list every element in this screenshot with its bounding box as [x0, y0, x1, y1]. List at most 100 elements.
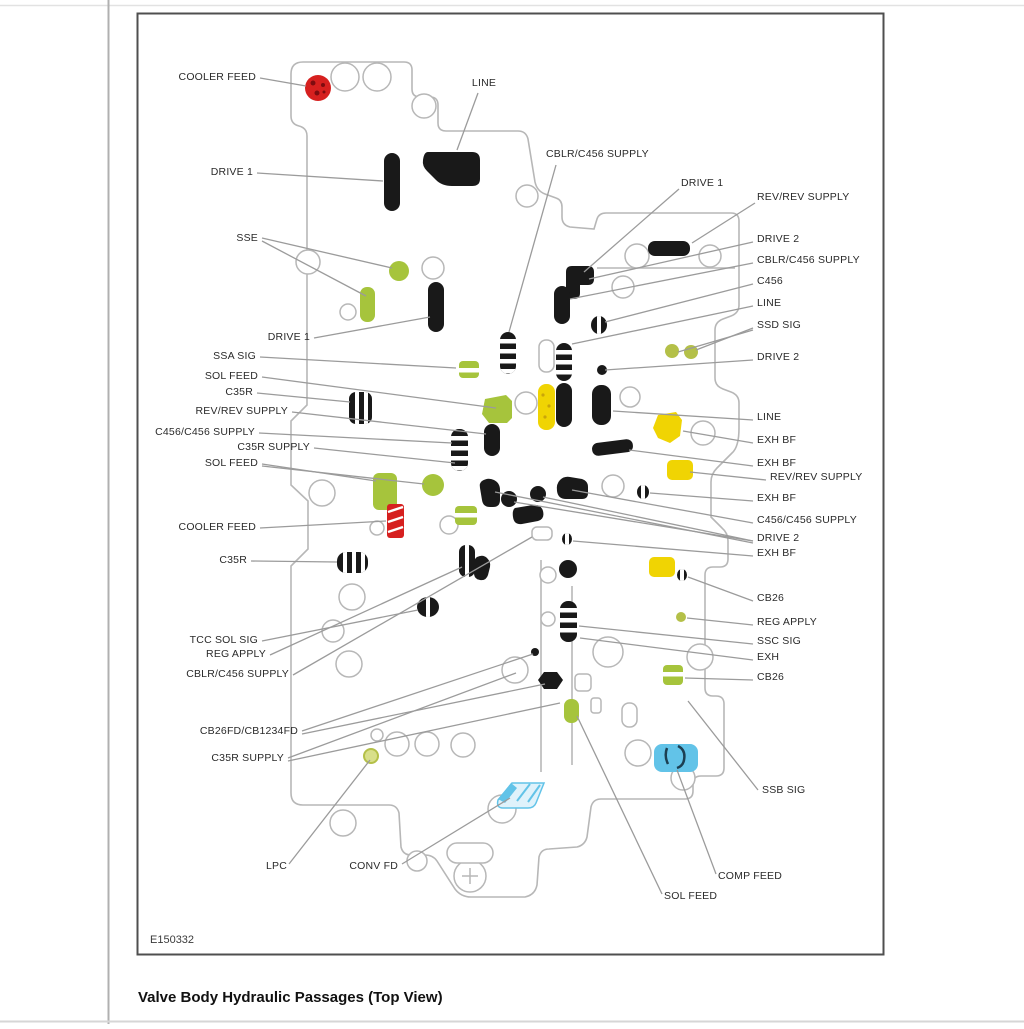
hole — [540, 611, 556, 627]
passage-stripes — [641, 485, 645, 499]
stripe — [451, 446, 468, 451]
leader-line — [676, 769, 717, 875]
passage-shape — [654, 744, 698, 772]
leader-line — [269, 566, 463, 656]
passage-shape — [321, 83, 325, 87]
passage-label: DRIVE 2 — [757, 532, 799, 544]
passage-mark — [516, 783, 531, 802]
passage-shape — [676, 744, 686, 770]
leader-line — [301, 683, 546, 735]
passage-label: CBLR/C456 SUPPLY — [546, 148, 649, 160]
passage-label: EXH BF — [757, 457, 796, 469]
passage-shape — [310, 80, 316, 86]
leader-line — [684, 677, 754, 681]
passage-stripes — [459, 368, 479, 373]
passage-shape — [554, 286, 570, 324]
passage-shape — [648, 241, 690, 256]
leader-line — [250, 560, 338, 563]
passage-shape — [428, 282, 444, 332]
stripe — [426, 597, 430, 617]
leader-line — [572, 540, 754, 557]
stripe — [560, 628, 577, 633]
passage-shape — [530, 486, 546, 502]
stripe — [500, 339, 516, 344]
hole — [601, 474, 625, 498]
leader-line — [259, 520, 387, 529]
leader-line — [576, 715, 663, 895]
leader-line — [604, 283, 754, 323]
leader-line — [261, 465, 425, 485]
leader-line — [677, 329, 754, 353]
passage-label: TCC SOL SIG — [190, 634, 258, 646]
leader-line — [579, 637, 754, 661]
stripe — [556, 370, 572, 375]
stripe — [565, 533, 569, 545]
passage-shape — [556, 476, 588, 499]
passage-shape — [556, 383, 572, 427]
leader-line — [628, 449, 754, 467]
passage-shape — [541, 393, 545, 397]
passage-shape — [621, 702, 638, 728]
leader-line — [588, 241, 754, 280]
hole — [329, 809, 357, 837]
leader-line — [687, 576, 754, 602]
stripe — [364, 392, 368, 424]
stripe — [455, 513, 477, 518]
passage-label: COOLER FEED — [179, 521, 257, 533]
passage-shape — [566, 266, 594, 299]
passage-stripes — [500, 339, 516, 374]
passage-label: CB26FD/CB1234FD — [200, 725, 298, 737]
passage-label: SOL FEED — [205, 457, 258, 469]
leader-line — [292, 536, 533, 676]
passage-stripes — [355, 392, 368, 424]
leader-line — [287, 672, 517, 759]
passage-label: LINE — [472, 77, 496, 89]
figure-caption: Valve Body Hydraulic Passages (Top View) — [138, 989, 443, 1006]
passage-shape — [482, 395, 512, 423]
passage-shape — [387, 504, 404, 538]
passage-label: C35R — [225, 386, 253, 398]
leader-line — [569, 262, 754, 300]
leader-line — [508, 164, 557, 333]
passage-stripes — [560, 608, 577, 633]
passage-shape — [314, 90, 320, 96]
passage-label: DRIVE 1 — [211, 166, 253, 178]
leader-line — [258, 432, 453, 444]
passage-label: DRIVE 1 — [681, 177, 723, 189]
stripe — [500, 349, 516, 354]
stripe — [641, 485, 645, 499]
passage-label: SSD SIG — [757, 319, 801, 331]
passage-shape — [531, 526, 553, 541]
leader-line — [494, 491, 754, 544]
hole — [406, 850, 428, 872]
stripe — [355, 392, 359, 424]
passage-label: EXH BF — [757, 547, 796, 559]
passage-shape — [305, 75, 331, 101]
hole — [450, 732, 476, 758]
passage-shape — [538, 339, 555, 373]
passage-shape — [479, 478, 500, 507]
passage-shape — [664, 747, 670, 765]
leader-line — [578, 625, 754, 645]
passage-stripes — [680, 569, 684, 581]
passage-shape — [363, 748, 379, 764]
leader-line — [571, 305, 754, 345]
passage-label: REV/REV SUPPLY — [757, 191, 849, 203]
hole — [439, 515, 459, 535]
passage-label: CBLR/C456 SUPPLY — [186, 668, 289, 680]
passage-label: SSA SIG — [213, 350, 256, 362]
passage-label: C456/C456 SUPPLY — [155, 426, 255, 438]
passage-label: C456 — [757, 275, 783, 287]
passage-shape — [543, 415, 547, 419]
passage-shape — [592, 385, 611, 425]
passage-stripes — [663, 672, 683, 677]
leader-line — [291, 411, 487, 435]
passage-label: EXH BF — [757, 492, 796, 504]
stripe — [343, 552, 347, 573]
passage-mark — [387, 505, 404, 514]
passage-shape — [597, 365, 607, 375]
hole — [624, 739, 652, 767]
passage-shape — [592, 439, 633, 456]
leader-line — [259, 77, 307, 87]
